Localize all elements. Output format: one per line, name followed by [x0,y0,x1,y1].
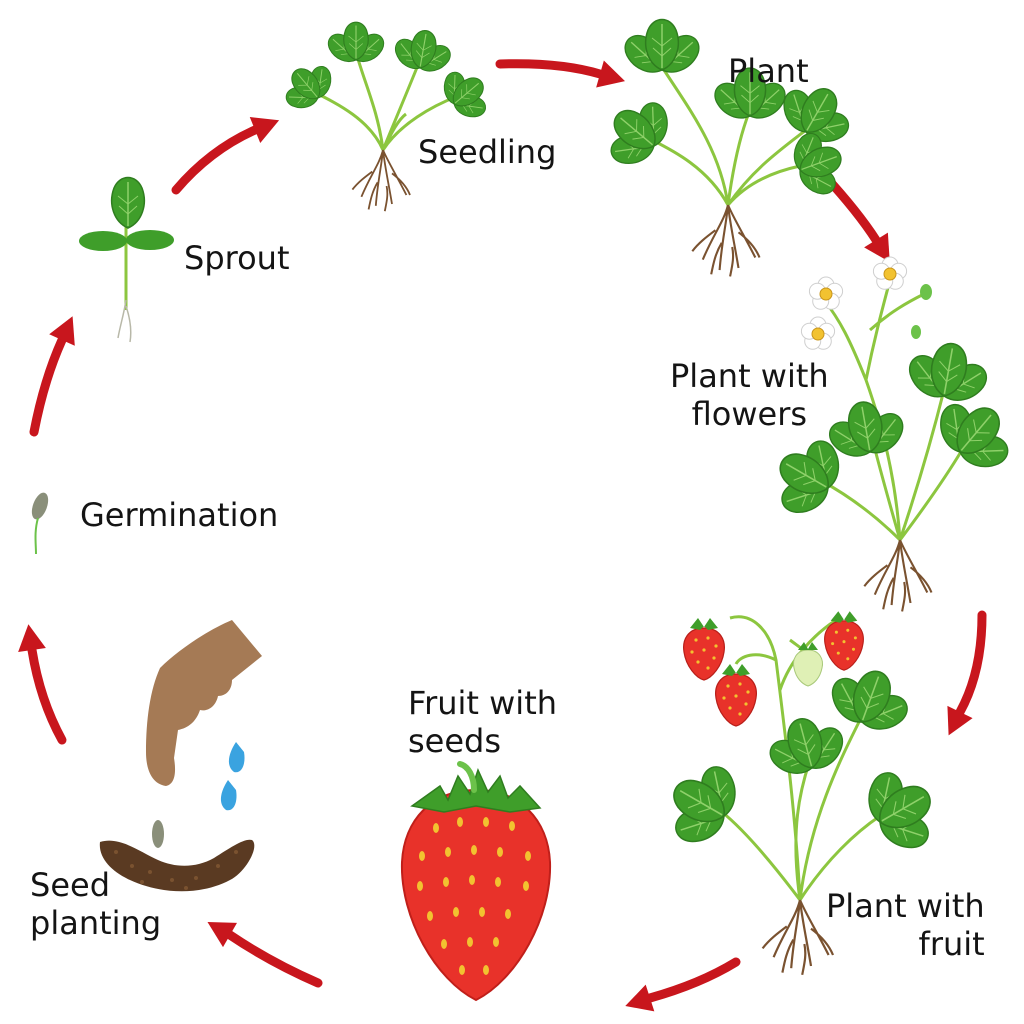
label-line: Sprout [184,239,290,277]
hand-icon [146,620,262,786]
label-seed-planting: Seed planting [30,866,161,942]
label-line: Fruit with [408,684,558,722]
leaf-icon [918,382,1024,490]
label-plant-with-flowers: Plant with flowers [670,357,829,433]
plant-illustration [591,20,866,278]
label-germination: Germination [80,496,278,534]
strawberry-icon [715,663,757,727]
arrow-icon [225,930,323,988]
seed-icon [31,492,49,520]
label-plant-with-fruit: Plant with fruit [826,887,985,963]
label-plant: Plant [728,52,809,90]
label-line: Plant with [826,887,985,925]
root-icon [761,898,835,976]
label-line: flowers [691,395,808,433]
label-seedling: Seedling [418,133,556,171]
flower-bud-icon [920,284,932,300]
leaf-icon [272,51,346,123]
unripe-strawberry-icon [793,642,823,687]
label-line: Seed [30,866,110,904]
leaf-icon [110,176,146,229]
soil-icon [99,839,255,892]
root-icon [863,538,933,613]
arrow-icon [955,610,987,717]
strawberry-icon [683,617,725,681]
strawberry-stem [457,761,477,793]
label-line: Plant with [670,357,829,395]
label-line: Seedling [418,133,557,171]
leaf-icon [618,20,705,81]
flower-icon [800,316,836,350]
seed-planting-illustration [99,620,262,892]
leaf-icon [323,22,388,68]
leaf-icon [652,747,758,864]
seedling-illustration [272,22,501,213]
leaf-icon [386,25,458,82]
fruit-with-seeds-illustration [400,761,552,1002]
label-line: planting [30,904,162,942]
label-fruit-with-seeds: Fruit with seeds [408,684,557,760]
leaf-icon [79,231,127,251]
flower-bud-icon [911,325,921,339]
arrow-icon [171,125,260,195]
water-drop-icon [228,742,245,773]
arrow-icon [27,645,67,745]
flower-icon [872,256,908,290]
leaf-icon [897,336,998,415]
germination-illustration [31,492,49,555]
flower-icon [808,276,844,310]
root-icon [351,149,411,213]
label-line: seeds [408,722,502,760]
arrow-icon [29,335,67,437]
sprout-illustration [79,176,174,343]
arrow-icon [495,59,605,79]
water-drop-icon [220,780,237,811]
root-icon [117,299,132,343]
seed-icon [152,820,164,848]
label-line: fruit [918,925,985,963]
leaf-icon [591,83,689,184]
label-line: Plant [728,52,809,90]
label-sprout: Sprout [184,239,289,277]
leaf-icon [757,708,857,790]
strawberry-icon [824,610,864,671]
leaf-icon [126,230,174,250]
label-line: Germination [80,496,279,534]
root-icon [691,203,761,278]
plant-with-flowers-illustration [759,256,1024,613]
plant-with-fruit-illustration [652,610,952,976]
leaf-icon [846,753,952,870]
arrow-icon [645,957,741,1003]
